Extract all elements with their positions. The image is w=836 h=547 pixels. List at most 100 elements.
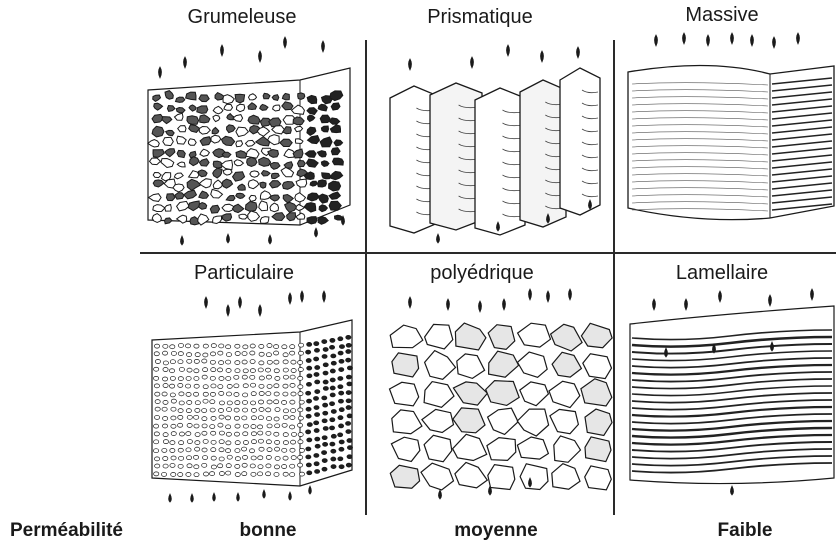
soil-polyhedron — [390, 382, 419, 406]
soil-polyhedron — [518, 323, 551, 347]
soil-particle — [346, 399, 351, 403]
soil-particle — [257, 425, 262, 429]
soil-particle — [314, 462, 319, 466]
soil-aggregate — [317, 180, 326, 187]
soil-particle — [258, 465, 263, 469]
soil-particle — [186, 409, 191, 413]
soil-particle — [282, 345, 287, 349]
water-drop — [289, 492, 292, 500]
soil-particle — [178, 456, 183, 460]
water-drop — [309, 486, 312, 494]
soil-aggregate — [222, 152, 231, 157]
soil-particle — [250, 360, 255, 364]
soil-particle — [314, 421, 319, 425]
soil-particle — [339, 408, 344, 412]
water-drop — [439, 490, 442, 499]
soil-particle — [155, 392, 160, 396]
soil-particle — [242, 408, 247, 412]
permeability-row-label: Perméabilité — [10, 520, 190, 542]
soil-polyhedron — [486, 381, 520, 406]
soil-polyhedron — [425, 324, 453, 349]
soil-polyhedron — [453, 408, 485, 433]
water-drop — [655, 35, 658, 46]
soil-particle — [322, 436, 327, 440]
soil-particle — [299, 448, 304, 452]
soil-aggregate — [318, 217, 328, 225]
soil-polyhedron — [422, 409, 454, 432]
soil-particle — [258, 439, 263, 443]
soil-aggregate — [320, 115, 330, 123]
soil-particle — [314, 372, 319, 376]
soil-particle — [202, 431, 207, 435]
soil-particle — [275, 408, 280, 412]
soil-particle — [242, 400, 247, 404]
soil-particle — [323, 363, 328, 367]
soil-particle — [179, 367, 184, 371]
soil-particle — [185, 384, 190, 388]
soil-particle — [186, 472, 191, 476]
soil-particle — [219, 472, 224, 476]
soil-particle — [306, 359, 311, 363]
soil-polyhedron — [489, 351, 519, 377]
soil-particle — [187, 423, 192, 427]
soil-aggregate — [259, 201, 268, 211]
soil-particle — [178, 448, 183, 452]
soil-particle — [307, 366, 312, 370]
soil-particle — [226, 376, 231, 380]
soil-particle — [266, 440, 271, 444]
soil-aggregate — [298, 93, 305, 99]
soil-particle — [315, 380, 320, 384]
soil-particle — [162, 377, 167, 381]
soil-particle — [186, 448, 191, 452]
soil-aggregate — [321, 161, 329, 167]
soil-particle — [331, 361, 336, 365]
soil-particle — [331, 409, 336, 413]
illustration-particulaire — [140, 290, 360, 505]
soil-particle — [171, 399, 176, 403]
soil-aggregate — [166, 194, 175, 201]
soil-particle — [283, 441, 288, 445]
water-drop — [503, 299, 506, 310]
soil-aggregate — [250, 171, 259, 177]
soil-aggregate — [322, 173, 331, 179]
soil-particle — [170, 345, 175, 349]
soil-particle — [219, 344, 224, 348]
soil-particle — [330, 393, 335, 397]
soil-particle — [163, 464, 168, 468]
soil-particle — [211, 440, 216, 444]
soil-particle — [338, 424, 343, 428]
soil-particle — [283, 353, 288, 357]
soil-particle — [171, 472, 176, 476]
soil-particle — [235, 449, 240, 453]
soil-particle — [347, 414, 352, 418]
soil-particle — [298, 376, 303, 380]
soil-particle — [299, 343, 304, 347]
title-particulaire: Particulaire — [144, 262, 344, 285]
soil-aggregate — [247, 157, 257, 166]
soil-particle — [338, 433, 343, 437]
soil-particle — [227, 401, 232, 405]
soil-particle — [162, 351, 167, 355]
soil-particle — [322, 396, 327, 400]
soil-particle — [266, 353, 271, 357]
soil-particle — [203, 439, 208, 443]
soil-particle — [314, 348, 319, 352]
soil-particle — [241, 447, 246, 451]
soil-particle — [154, 432, 159, 436]
soil-aggregate — [249, 195, 256, 201]
soil-particle — [283, 433, 288, 437]
water-drop — [409, 59, 412, 70]
soil-particle — [323, 347, 328, 351]
water-drop — [447, 299, 450, 310]
soil-particle — [329, 345, 334, 349]
soil-particle — [243, 393, 248, 397]
soil-particle — [235, 473, 240, 477]
soil-particle — [163, 361, 168, 365]
soil-particle — [179, 432, 184, 436]
soil-particle — [315, 390, 320, 394]
soil-aggregate — [176, 97, 185, 102]
soil-particle — [243, 384, 248, 388]
soil-particle — [266, 472, 271, 476]
soil-particle — [249, 449, 254, 453]
soil-particle — [338, 376, 343, 380]
